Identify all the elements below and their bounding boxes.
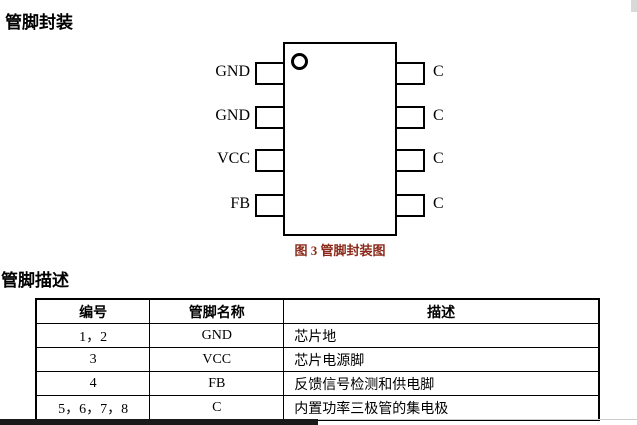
cell-pin-name: FB: [149, 371, 285, 396]
pin-label-vcc: VCC: [217, 150, 250, 167]
pin-description-table: 编号 管脚名称 描述 1，2 GND 芯片地 3 VCC 芯片电源脚 4 FB …: [35, 298, 600, 421]
table-row: 5，6，7，8 C 内置功率三极管的集电极: [35, 395, 600, 421]
cell-number: 3: [35, 347, 151, 372]
pin-left-1: [255, 62, 285, 85]
page-bottom-divider: [318, 419, 637, 420]
pin-right-4: [395, 194, 425, 217]
table-row: 4 FB 反馈信号检测和供电脚: [35, 371, 600, 396]
pin-label-fb: FB: [230, 195, 250, 212]
pin-right-1: [395, 62, 425, 85]
pin-label-c-4: C: [433, 195, 444, 212]
cell-number: 5，6，7，8: [35, 395, 151, 421]
header-number: 编号: [35, 298, 151, 324]
cell-pin-name: GND: [149, 323, 285, 348]
chip-body: [283, 42, 397, 236]
pin-label-gnd-1: GND: [215, 63, 250, 80]
pin-label-c-2: C: [433, 107, 444, 124]
pin-label-c-1: C: [433, 63, 444, 80]
pin1-marker-icon: [291, 53, 308, 70]
table-row: 1，2 GND 芯片地: [35, 323, 600, 348]
table-header-row: 编号 管脚名称 描述: [35, 298, 600, 324]
pin-label-c-3: C: [433, 150, 444, 167]
cell-description: 内置功率三极管的集电极: [283, 395, 600, 421]
page-bottom-bar: [0, 419, 318, 425]
cell-pin-name: VCC: [149, 347, 285, 372]
section-title-pin-package: 管脚封装: [5, 13, 73, 32]
scrollbar-fragment: [631, 0, 637, 12]
pin-left-4: [255, 194, 285, 217]
pin-left-3: [255, 149, 285, 172]
cell-description: 芯片电源脚: [283, 347, 600, 372]
header-pin-name: 管脚名称: [149, 298, 285, 324]
cell-pin-name: C: [149, 395, 285, 421]
cell-description: 反馈信号检测和供电脚: [283, 371, 600, 396]
figure-caption: 图 3 管脚封装图: [294, 243, 386, 258]
cell-number: 1，2: [35, 323, 151, 348]
section-title-pin-description: 管脚描述: [1, 271, 69, 290]
pin-label-gnd-2: GND: [215, 107, 250, 124]
pin-right-3: [395, 149, 425, 172]
header-description: 描述: [283, 298, 600, 324]
pin-left-2: [255, 106, 285, 129]
pin-right-2: [395, 106, 425, 129]
table-row: 3 VCC 芯片电源脚: [35, 347, 600, 372]
cell-number: 4: [35, 371, 151, 396]
cell-description: 芯片地: [283, 323, 600, 348]
